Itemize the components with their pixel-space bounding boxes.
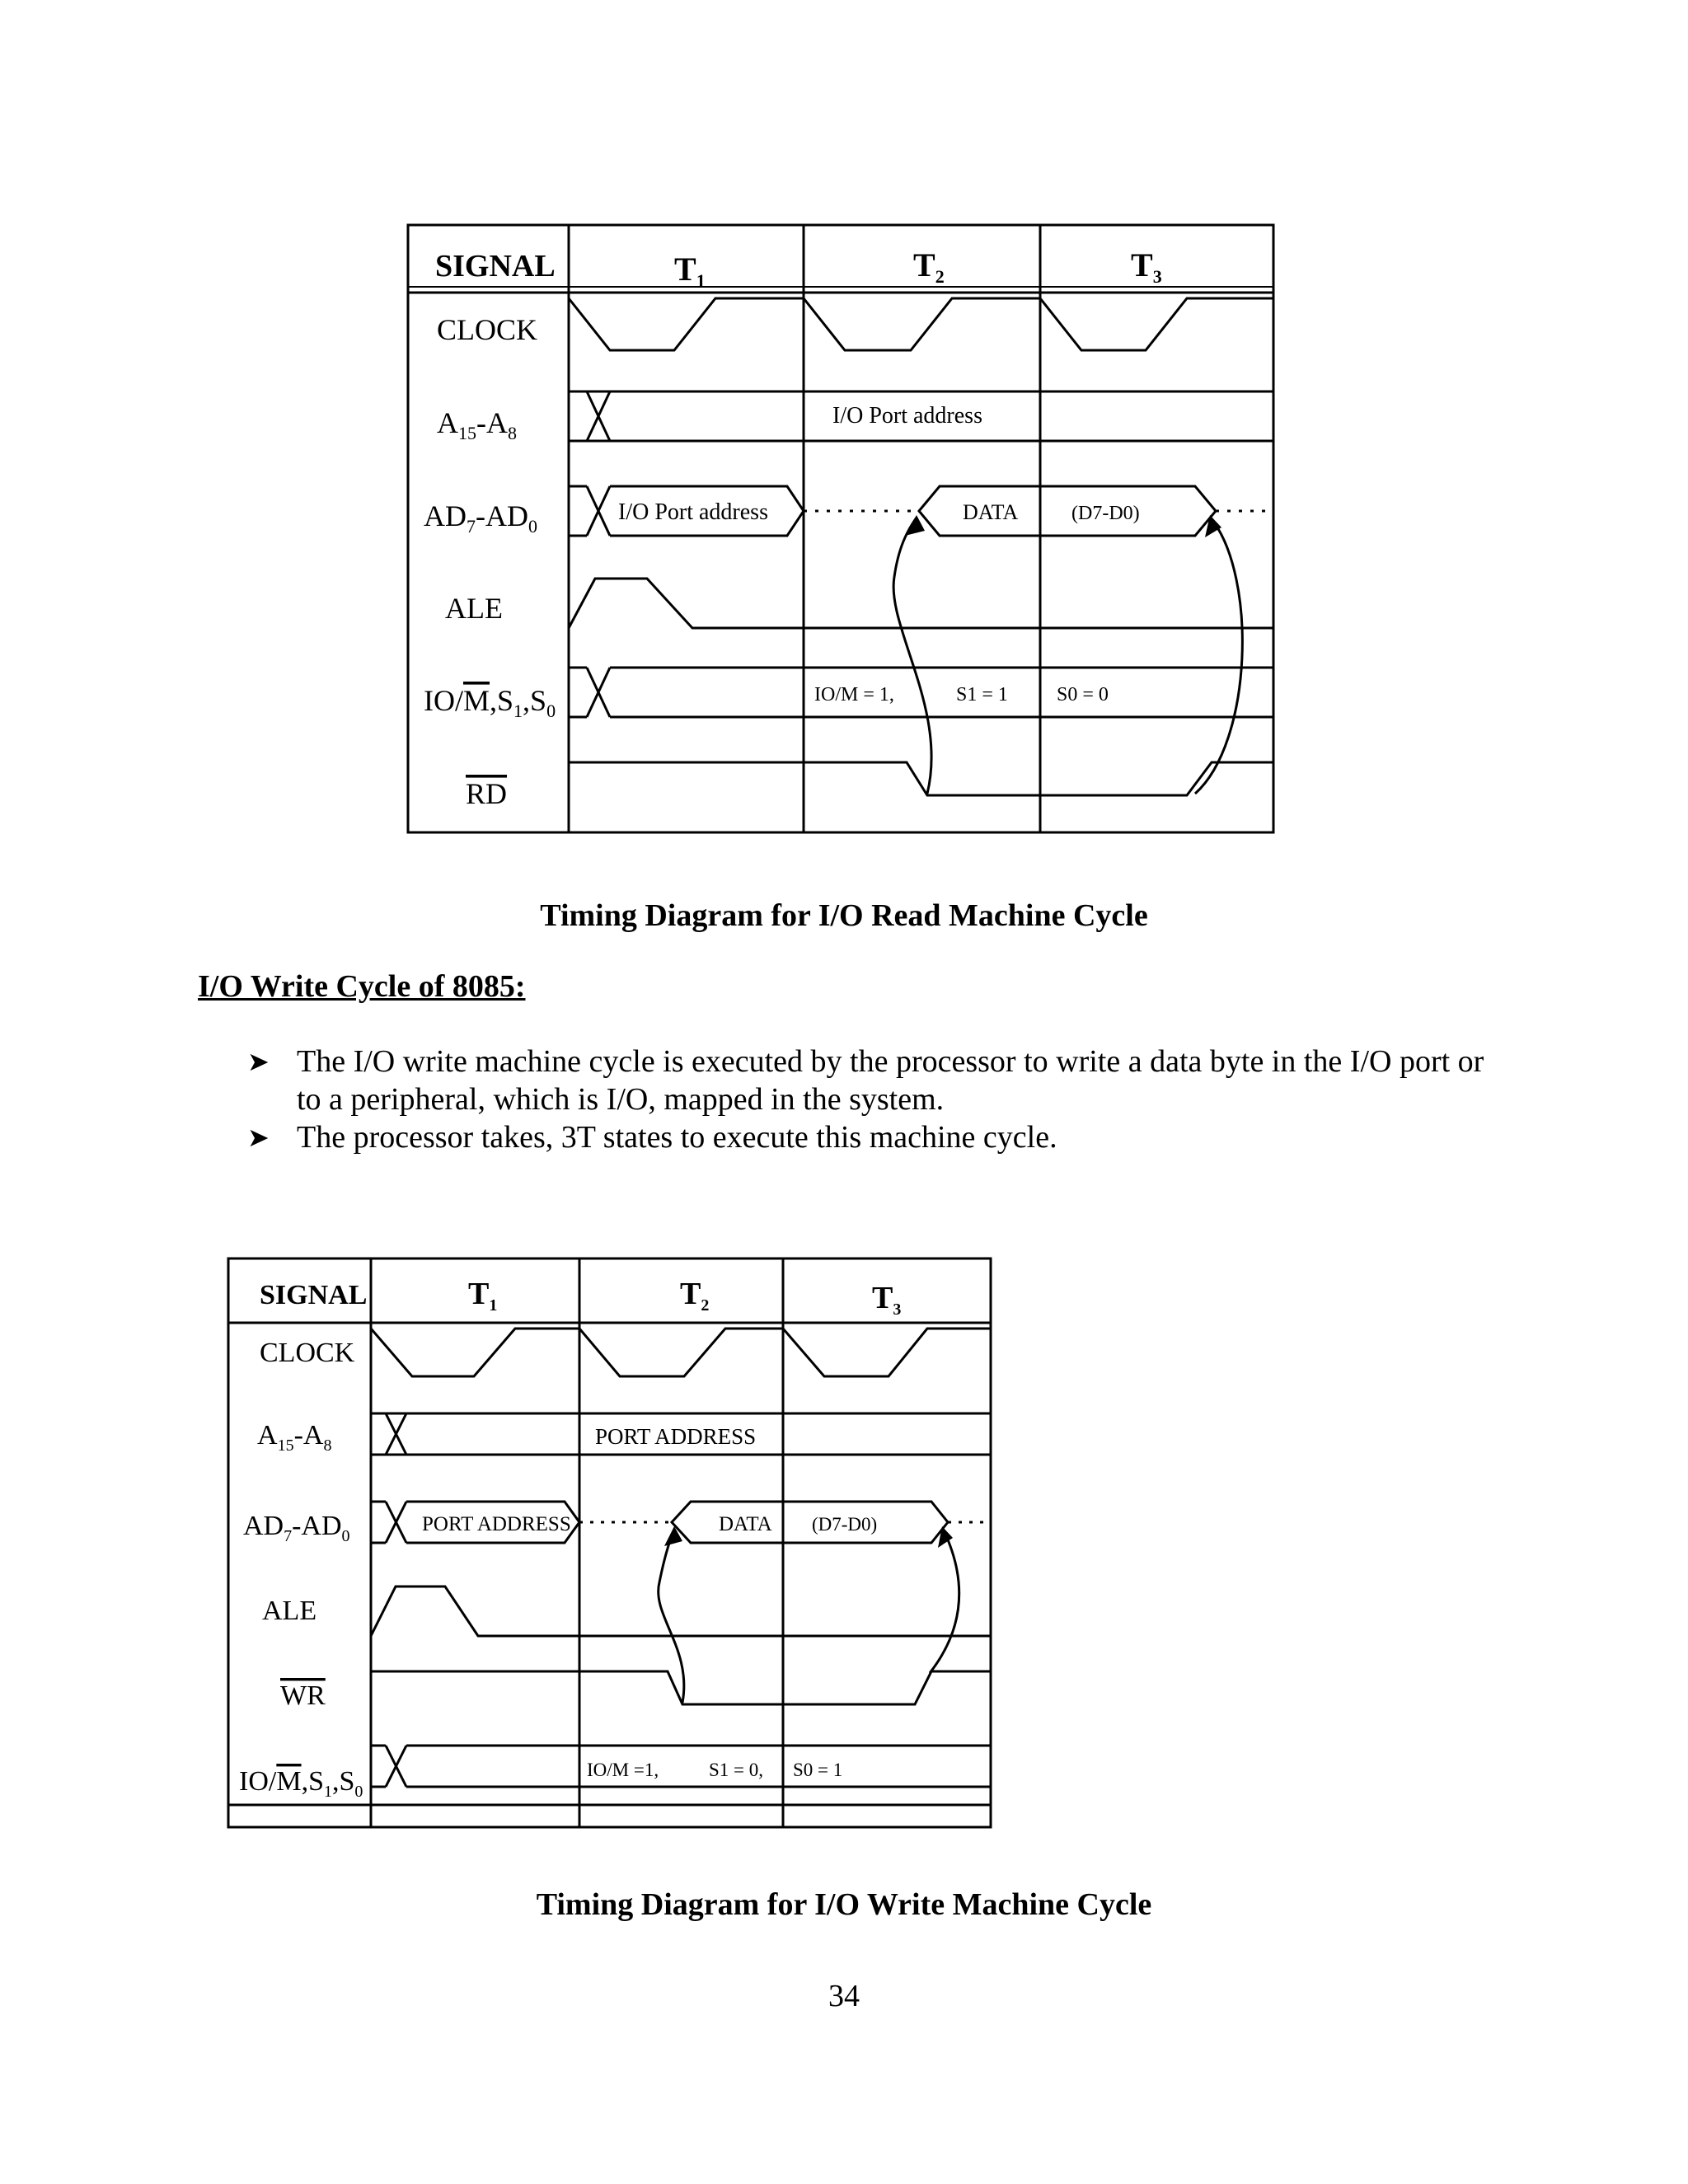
write-label-a15-a8: A15-A8 bbox=[257, 1420, 331, 1455]
write-status-bus bbox=[371, 1744, 991, 1788]
read-status-s0-label: S0 = 0 bbox=[1057, 684, 1109, 705]
write-header-t2: T2 bbox=[680, 1277, 709, 1315]
read-status-iom-label: IO/M = 1, bbox=[814, 684, 894, 705]
write-addr-low-label: PORT ADDRESS bbox=[422, 1513, 571, 1535]
read-a15-a8-bus bbox=[569, 390, 1273, 443]
read-arrowhead-1 bbox=[905, 515, 925, 536]
read-rd-waveform bbox=[569, 761, 1273, 797]
write-label-status: IO/M,S1,S0 bbox=[239, 1766, 363, 1801]
write-data-label: DATA bbox=[719, 1513, 772, 1535]
read-label-clock: CLOCK bbox=[437, 313, 537, 346]
write-table-frame bbox=[227, 1257, 992, 1829]
write-a15-a8-bus bbox=[371, 1412, 991, 1456]
write-addr-high-label: PORT ADDRESS bbox=[595, 1424, 756, 1449]
write-status-s1-label: S1 = 0, bbox=[709, 1760, 763, 1780]
io-write-timing-diagram: SIGNAL T1 T2 T3 CLOCK A15-A8 AD7-AD0 ALE… bbox=[0, 1236, 1688, 1846]
section-heading: I/O Write Cycle of 8085: bbox=[198, 969, 526, 1004]
read-table-frame bbox=[406, 223, 1275, 834]
read-header-signal: SIGNAL bbox=[435, 249, 556, 284]
arrow-bullet-icon: ➤ bbox=[247, 1046, 270, 1077]
read-addr-low-label: I/O Port address bbox=[618, 499, 768, 525]
write-label-ale: ALE bbox=[262, 1596, 316, 1626]
write-arrowhead-2 bbox=[938, 1526, 953, 1548]
write-status-iom-label: IO/M =1, bbox=[587, 1760, 659, 1780]
write-diagram-caption: Timing Diagram for I/O Write Machine Cyc… bbox=[536, 1887, 1152, 1922]
read-rd-to-data-arrow bbox=[892, 517, 933, 794]
read-arrowhead-2 bbox=[1205, 515, 1221, 537]
write-clock-waveform bbox=[369, 1327, 991, 1378]
read-header-t3: T3 bbox=[1131, 246, 1162, 287]
read-header-t2: T2 bbox=[913, 246, 945, 287]
read-ad7-ad0-bus bbox=[569, 485, 1273, 537]
read-label-status: IO/M,S1,S0 bbox=[424, 684, 556, 721]
write-wr-to-data-arrow bbox=[657, 1529, 686, 1704]
bullet-item: ➤The processor takes, 3T states to execu… bbox=[247, 1120, 1057, 1155]
write-ale-waveform bbox=[369, 1585, 991, 1638]
write-label-ad7-ad0: AD7-AD0 bbox=[243, 1511, 350, 1545]
read-data-label: DATA bbox=[963, 500, 1018, 524]
read-status-bus bbox=[569, 666, 1273, 719]
io-read-timing-diagram: SIGNAL T1 T2 T3 CLOCK A15-A8 AD7-AD0 ALE… bbox=[0, 0, 1688, 874]
write-label-wr: WR bbox=[280, 1680, 326, 1711]
write-ad7-ad0-bus bbox=[371, 1500, 991, 1544]
read-data-range-label: (D7-D0) bbox=[1071, 503, 1140, 524]
write-label-clock: CLOCK bbox=[260, 1338, 355, 1368]
read-status-s1-label: S1 = 1 bbox=[956, 684, 1008, 705]
read-label-rd: RD bbox=[466, 777, 507, 810]
page-number: 34 bbox=[828, 1979, 860, 2013]
read-label-ad7-ad0: AD7-AD0 bbox=[424, 499, 537, 537]
read-rd-release-arrow bbox=[1193, 518, 1244, 795]
write-arrowhead-1 bbox=[664, 1526, 682, 1546]
write-wr-release-arrow bbox=[928, 1530, 961, 1674]
write-header-t3: T3 bbox=[872, 1281, 901, 1319]
arrow-bullet-icon: ➤ bbox=[247, 1122, 270, 1153]
read-diagram-caption: Timing Diagram for I/O Read Machine Cycl… bbox=[540, 898, 1148, 933]
read-label-ale: ALE bbox=[445, 592, 503, 625]
read-clock-waveform bbox=[567, 297, 1273, 352]
bullet-list: ➤The I/O write machine cycle is executed… bbox=[247, 1043, 1500, 1156]
write-status-s0-label: S0 = 1 bbox=[793, 1760, 842, 1780]
read-addr-high-label: I/O Port address bbox=[832, 403, 982, 429]
write-header-t1: T1 bbox=[468, 1277, 497, 1315]
read-header-t1: T1 bbox=[674, 251, 706, 291]
read-label-a15-a8: A15-A8 bbox=[437, 406, 517, 443]
write-data-range-label: (D7-D0) bbox=[812, 1514, 877, 1535]
write-header-signal: SIGNAL bbox=[260, 1280, 367, 1310]
bullet-item: ➤The I/O write machine cycle is executed… bbox=[247, 1044, 1484, 1117]
write-wr-waveform bbox=[371, 1670, 991, 1706]
read-ale-waveform bbox=[567, 577, 1273, 630]
